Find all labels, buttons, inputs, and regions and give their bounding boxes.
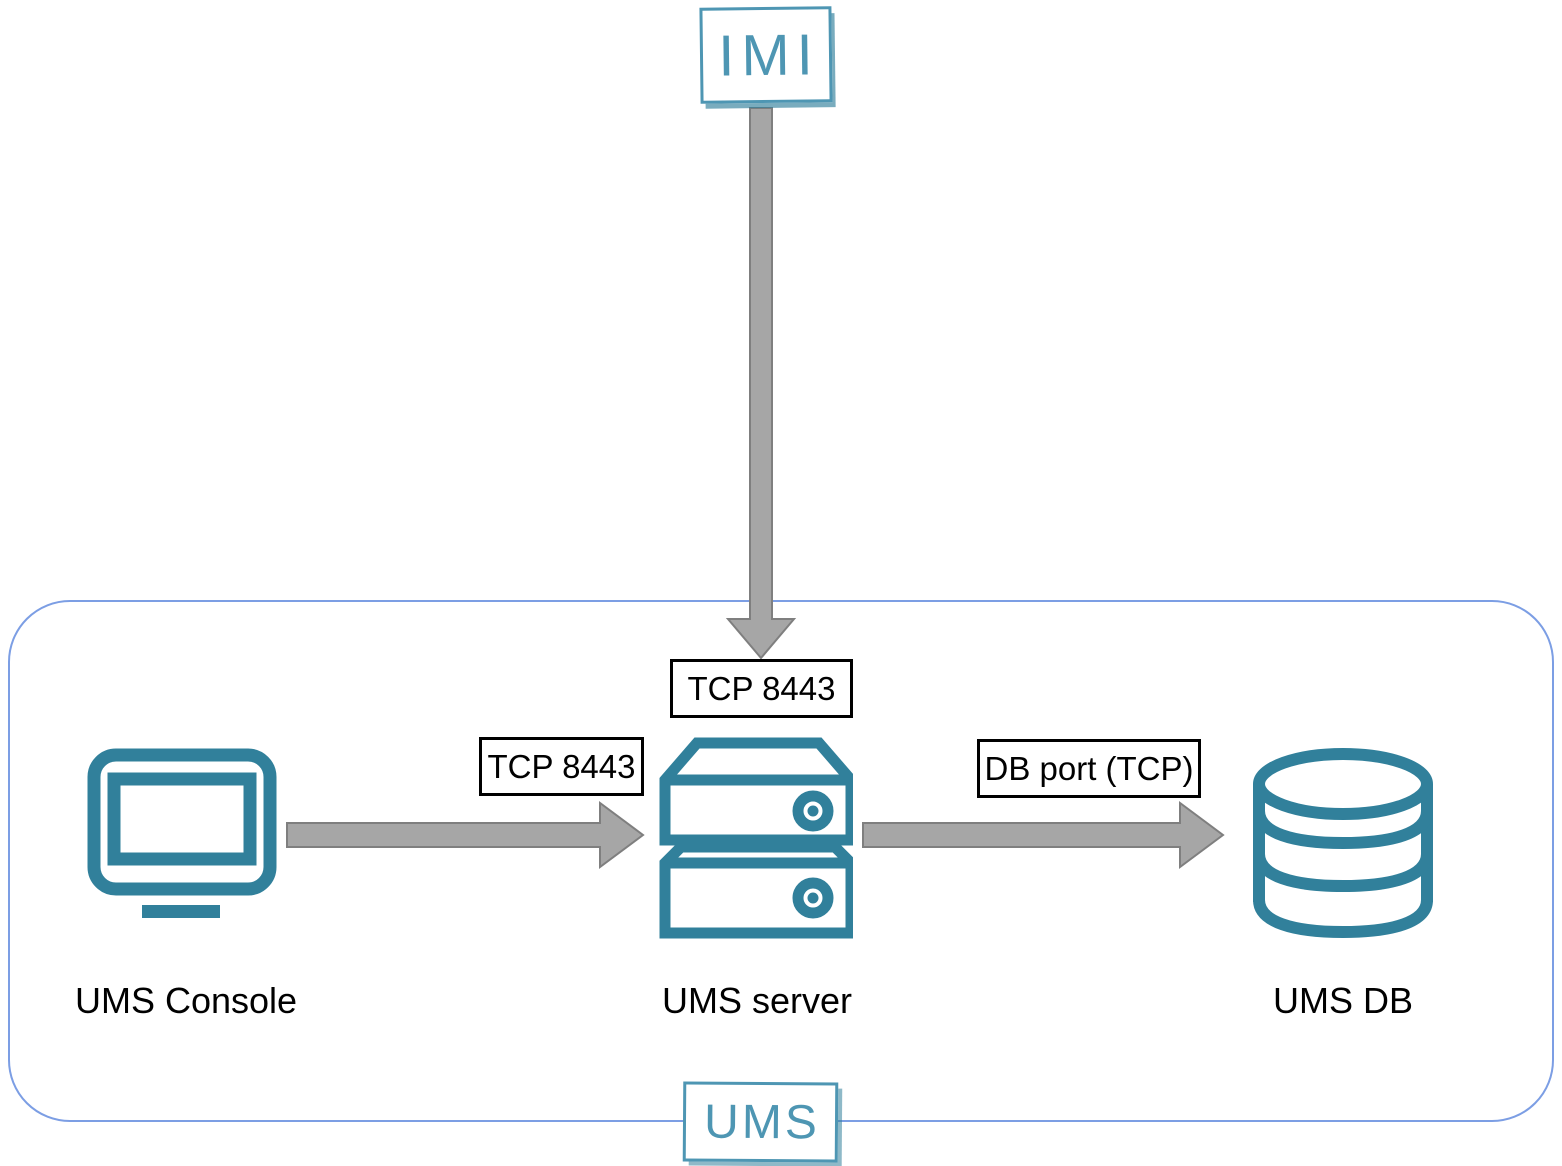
edge-label-text: TCP 8443 [687,669,836,707]
monitor-icon [87,748,277,918]
edge-label-console-server: TCP 8443 [479,737,644,796]
ums-group-badge: UMS [682,1081,839,1163]
edge-label-imi-server: TCP 8443 [670,659,853,718]
db-ring-2 [1253,853,1433,893]
arrow-server-to-db [862,801,1225,869]
ums-badge-label: UMS [703,1095,821,1149]
database-icon [1253,748,1433,938]
imi-label: IMI [717,21,821,89]
monitor-screen [107,772,257,866]
db-ring-bottom [1253,899,1433,938]
server-led-dot-bottom [807,892,819,904]
edge-label-text: TCP 8443 [487,747,636,785]
node-imi: IMI [699,6,833,104]
server-icon [659,737,853,939]
db-top-ellipse [1253,748,1433,820]
arrow-shape [862,801,1225,869]
arrow-shape [725,107,797,660]
monitor-base [142,905,220,918]
label-ums-server: UMS server [661,980,853,1021]
label-ums-db: UMS DB [1272,980,1413,1021]
db-ring-1 [1253,810,1433,850]
label-ums-console: UMS Console [74,980,298,1021]
server-led-dot-top [807,805,819,817]
arrow-shape [286,801,645,869]
edge-label-text: DB port (TCP) [984,749,1194,787]
arrow-imi-to-server [725,107,797,660]
edge-label-server-db: DB port (TCP) [977,739,1201,798]
arrow-console-to-server [286,801,645,869]
